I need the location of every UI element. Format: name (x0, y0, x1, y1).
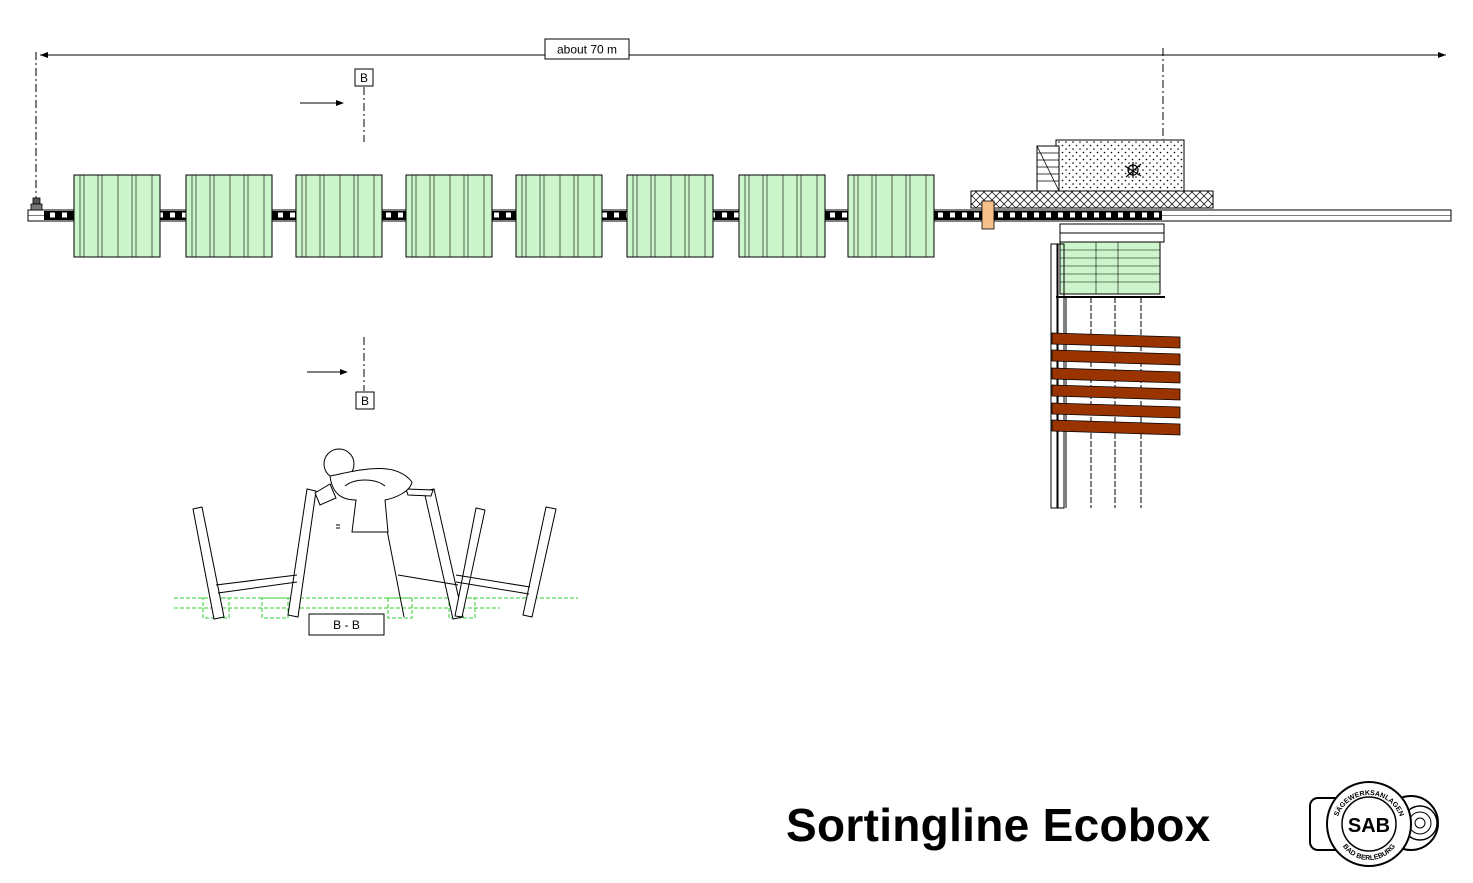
section-marker-top: B (300, 68, 374, 142)
timber-package (515, 174, 603, 258)
section-letter-bottom: B (361, 394, 369, 408)
sorting-box (1051, 384, 1181, 401)
dimension-line: about 70 m (35, 38, 1446, 205)
sab-logo: SÄGEWERKSANLAGEN BAD BERLEBURG SAB (1309, 781, 1439, 867)
timber-package (738, 174, 826, 258)
drive-unit (32, 197, 41, 205)
section-marker-bottom: B (307, 337, 375, 410)
sorting-box (1051, 332, 1181, 349)
dimension-label: about 70 m (557, 43, 617, 57)
timber-package (73, 174, 161, 258)
page-title: Sortingline Ecobox (786, 799, 1211, 851)
sorting-box (1051, 402, 1181, 419)
sorting-box (1051, 367, 1181, 384)
timber-package (295, 174, 383, 258)
operator-cabin (1055, 139, 1185, 192)
timber-package (847, 174, 935, 258)
dimension-label-box (544, 38, 630, 60)
timber-package (405, 174, 493, 258)
timber-packages (73, 174, 935, 258)
length-marker (981, 200, 995, 230)
timber-package (185, 174, 273, 258)
sorting-boxes (1051, 332, 1181, 436)
sorting-box (1051, 419, 1181, 436)
section-view-bb (174, 448, 578, 636)
logo-initials: SAB (1348, 815, 1390, 837)
sorting-station (970, 139, 1214, 509)
section-view-label: B - B (333, 618, 360, 632)
cross-transfer (970, 190, 1214, 209)
sorting-box (1051, 349, 1181, 366)
sorted-stack (1059, 241, 1161, 295)
section-letter-top: B (360, 71, 368, 85)
operator-icon (1124, 162, 1142, 178)
timber-package (626, 174, 714, 258)
